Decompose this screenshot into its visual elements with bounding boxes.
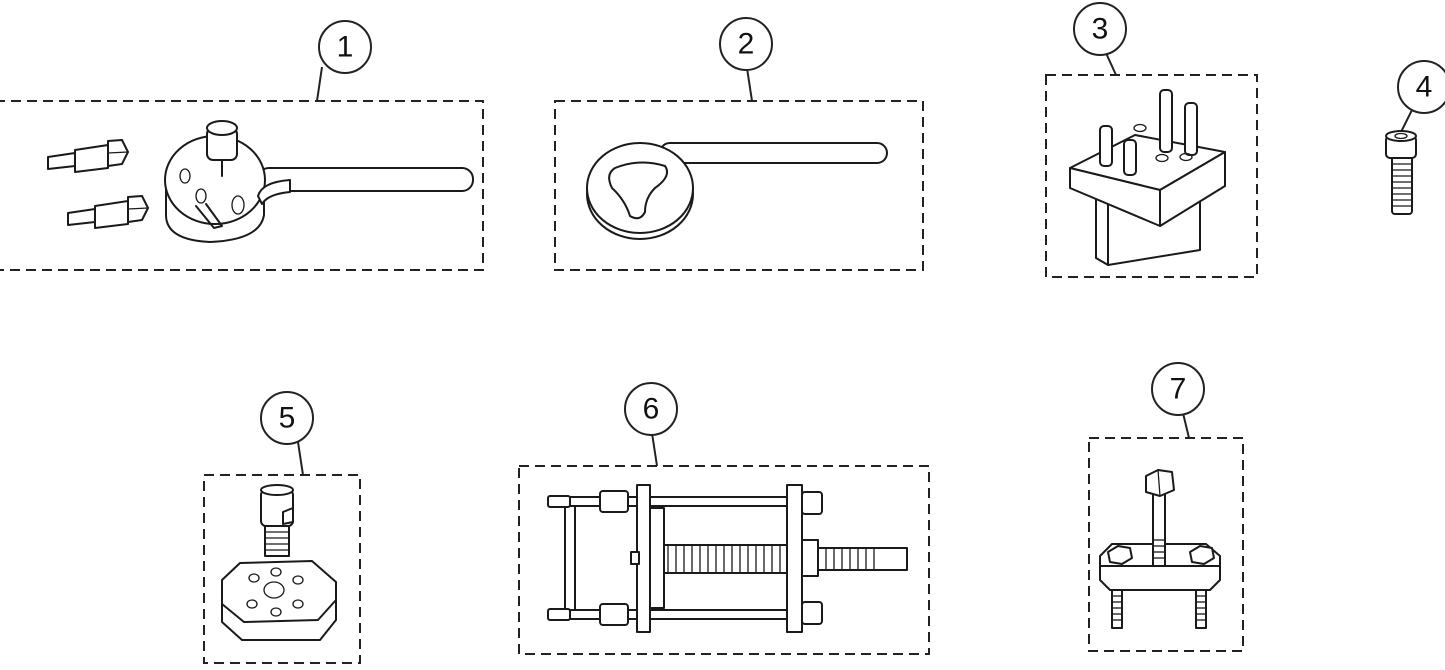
spanner-disc xyxy=(164,120,291,243)
callout-7[interactable]: 7 xyxy=(1151,362,1205,416)
part-group-6: 6 xyxy=(518,382,930,655)
part-group-2: 2 xyxy=(554,17,924,271)
part-5-box xyxy=(203,474,361,664)
wrench-handle xyxy=(659,142,888,164)
callout-6-label: 6 xyxy=(643,393,660,426)
callout-7-label: 7 xyxy=(1170,373,1187,406)
part-3-box xyxy=(1045,74,1258,278)
part-7-box xyxy=(1088,437,1244,652)
callout-3-label: 3 xyxy=(1092,13,1109,46)
part-group-4: 4 xyxy=(1385,60,1445,215)
callout-5-label: 5 xyxy=(279,402,296,435)
callout-3[interactable]: 3 xyxy=(1073,2,1127,56)
callout-5[interactable]: 5 xyxy=(260,391,314,445)
callout-1-label: 1 xyxy=(337,31,354,64)
part-2-box xyxy=(554,100,924,271)
puller-drawing xyxy=(1099,469,1221,629)
press-tool-drawing xyxy=(547,484,908,633)
part-group-7: 7 xyxy=(1088,362,1244,652)
callout-2-label: 2 xyxy=(738,28,755,61)
callout-1[interactable]: 1 xyxy=(318,20,372,74)
callout-6[interactable]: 6 xyxy=(624,382,678,436)
part-group-5: 5 xyxy=(203,391,361,664)
pin-fixture-drawing xyxy=(1069,89,1226,266)
adapter-plate-drawing xyxy=(221,484,337,641)
bolt-upper xyxy=(47,139,129,173)
callout-2[interactable]: 2 xyxy=(719,17,773,71)
socket-head-screw-drawing xyxy=(1385,130,1417,215)
wrench-head xyxy=(586,142,694,240)
part-1-box xyxy=(0,100,484,271)
part-6-box xyxy=(518,465,930,655)
callout-4[interactable]: 4 xyxy=(1397,60,1445,114)
bolt-lower xyxy=(67,195,149,229)
callout-4-label: 4 xyxy=(1416,71,1433,104)
part-group-1: 1 xyxy=(0,20,484,271)
part-group-3: 3 xyxy=(1045,2,1258,278)
